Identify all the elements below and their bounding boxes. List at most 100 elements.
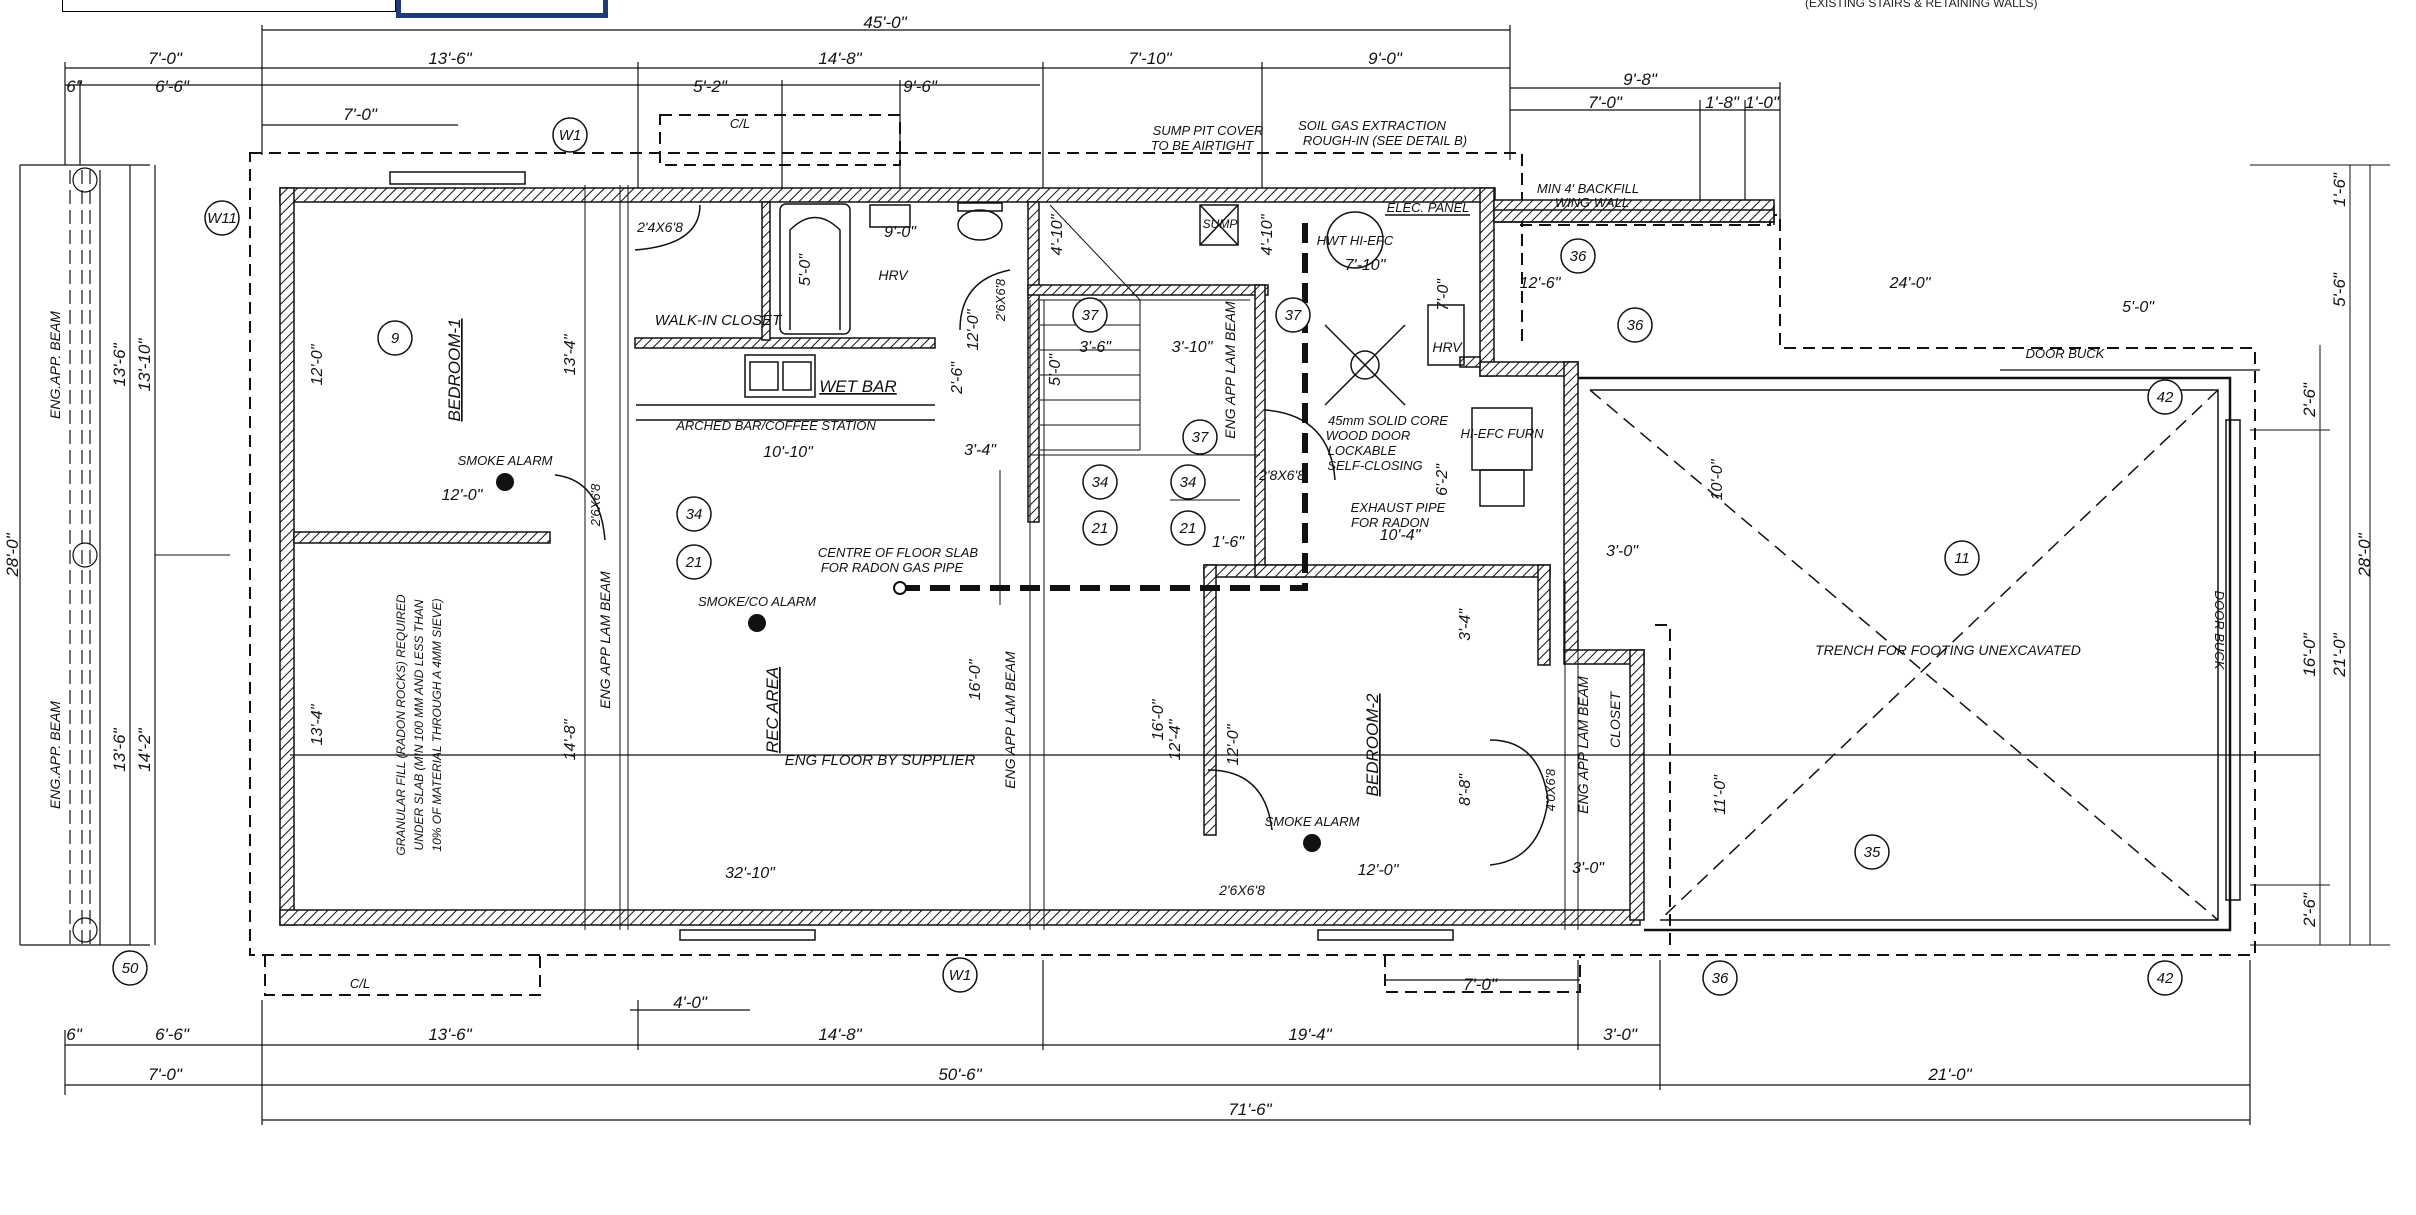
tag-42-a: 42 xyxy=(2147,379,2183,415)
svg-text:DOOR BUCK: DOOR BUCK xyxy=(2026,346,2106,361)
bottom-dimension-text: 6" 6'-6" 13'-6" 14'-8" 19'-4" 3'-0" 7'-0… xyxy=(66,975,1972,1119)
dim-right-1: 7'-0" xyxy=(1588,93,1623,112)
dim-bot-r1-3: 14'-8" xyxy=(818,1025,862,1044)
svg-text:36: 36 xyxy=(1627,317,1644,334)
svg-text:37: 37 xyxy=(1192,429,1209,446)
svg-text:34: 34 xyxy=(1180,474,1197,491)
dim-right-0: 9'-8" xyxy=(1623,70,1658,89)
lam-beam-label-3: ENG APP LAM BEAM xyxy=(1222,301,1238,439)
lam-beam-label-2: ENG APP LAM BEAM xyxy=(1002,651,1018,789)
tag-37-c: 37 xyxy=(1182,419,1218,455)
svg-text:2'6X6'8: 2'6X6'8 xyxy=(1218,882,1265,898)
svg-text:13'-6": 13'-6" xyxy=(110,727,129,771)
svg-text:TO BE AIRTIGHT: TO BE AIRTIGHT xyxy=(1151,138,1254,153)
dim-bot-r1-1: 6'-6" xyxy=(155,1025,190,1044)
svg-text:42: 42 xyxy=(2157,970,2174,987)
eng-beam-label-top: ENG.APP. BEAM xyxy=(47,311,63,419)
svg-text:ROUGH-IN (SEE DETAIL B): ROUGH-IN (SEE DETAIL B) xyxy=(1303,133,1467,148)
hrv-mech-label: HRV xyxy=(1432,339,1463,355)
bedroom2-label: BEDROOM-2 xyxy=(1363,693,1382,797)
garage-area xyxy=(1578,369,2260,932)
elec-panel-label: ELEC. PANEL xyxy=(1387,200,1470,215)
fixtures xyxy=(389,171,1549,941)
svg-text:16'-0": 16'-0" xyxy=(1150,698,1167,740)
svg-text:5'-0": 5'-0" xyxy=(2122,299,2155,316)
svg-text:21: 21 xyxy=(685,554,703,571)
svg-text:10'-0": 10'-0" xyxy=(1709,458,1726,500)
svg-text:W1: W1 xyxy=(949,967,972,984)
dim-top-r1-3: 7'-10" xyxy=(1128,49,1172,68)
top-dimension-text: 45'-0" 7'-0" 13'-6" 14'-8" 7'-10" 9'-0" … xyxy=(66,13,1780,124)
alarm-icons xyxy=(496,473,1321,852)
svg-text:2'-6": 2'-6" xyxy=(2300,892,2319,928)
dim-top-r2-2: 5'-2" xyxy=(693,77,728,96)
dim-top-r2-0: 6" xyxy=(66,77,82,96)
svg-text:3'-6": 3'-6" xyxy=(1079,339,1112,356)
tag-37-b: 37 xyxy=(1275,297,1311,333)
left-beam-columns xyxy=(19,164,156,946)
svg-text:11: 11 xyxy=(1954,550,1970,567)
tag-21-c: 21 xyxy=(1170,510,1206,546)
svg-text:FOR RADON: FOR RADON xyxy=(1351,515,1430,530)
svg-text:12'-6": 12'-6" xyxy=(1520,275,1562,292)
dim-overall-bottom: 71'-6" xyxy=(1228,1100,1272,1119)
plan-notes: SMOKE ALARM SMOKE ALARM SMOKE/CO ALARM C… xyxy=(350,116,2227,991)
interior-dimensions: 12'-0" 13'-4" 12'-0" 13'-4" 14'-8" 10'-1… xyxy=(309,213,2155,882)
tag-w1-bottom: W1 xyxy=(942,957,978,993)
svg-text:1'-6": 1'-6" xyxy=(2330,172,2349,207)
dim-bot-r1-2: 13'-6" xyxy=(428,1025,472,1044)
svg-text:21'-0": 21'-0" xyxy=(2330,632,2349,677)
svg-text:13'-10": 13'-10" xyxy=(135,338,154,392)
tag-50: 50 xyxy=(112,950,148,986)
smoke-co-alarm-note: SMOKE/CO ALARM xyxy=(698,594,816,609)
trench-label: TRENCH FOR FOOTING UNEXCAVATED xyxy=(1815,642,2081,658)
wing-wall xyxy=(1494,205,1775,225)
svg-text:9: 9 xyxy=(391,330,400,347)
svg-text:3'-0": 3'-0" xyxy=(1606,543,1639,560)
svg-text:W11: W11 xyxy=(207,210,237,227)
right-dimension-text: 1'-6" 5'-6" 2'-6" 16'-0" 21'-0" 28'-0" 2… xyxy=(2300,172,2374,928)
svg-text:50: 50 xyxy=(122,960,139,977)
dim-top-r1-2: 14'-8" xyxy=(818,49,862,68)
dim-top-r2-1: 6'-6" xyxy=(155,77,190,96)
svg-text:21: 21 xyxy=(1179,520,1197,537)
lam-beam-label-1: ENG APP LAM BEAM xyxy=(597,571,613,709)
tag-9: 9 xyxy=(377,320,413,356)
svg-text:14'-2": 14'-2" xyxy=(135,727,154,771)
svg-text:LOCKABLE: LOCKABLE xyxy=(1328,443,1397,458)
header-note: (EXISTING STAIRS & RETAINING WALLS) xyxy=(1805,0,2038,10)
svg-text:FOR RADON GAS PIPE: FOR RADON GAS PIPE xyxy=(821,560,964,575)
svg-text:42: 42 xyxy=(2157,389,2174,406)
svg-text:12'-0": 12'-0" xyxy=(442,487,484,504)
svg-text:13'-4": 13'-4" xyxy=(309,703,326,745)
svg-text:28'-0": 28'-0" xyxy=(3,532,22,577)
svg-text:6'-2": 6'-2" xyxy=(1434,463,1451,496)
svg-text:36: 36 xyxy=(1712,970,1729,987)
top-dimension-lines xyxy=(64,25,1781,220)
tag-34-a: 34 xyxy=(676,496,712,532)
dim-top-r2-3: 9'-6" xyxy=(903,77,938,96)
svg-text:2'8X6'8: 2'8X6'8 xyxy=(1258,467,1305,483)
svg-text:8'-8": 8'-8" xyxy=(1457,773,1474,806)
svg-text:EXHAUST PIPE: EXHAUST PIPE xyxy=(1351,500,1446,515)
svg-text:16'-0": 16'-0" xyxy=(967,658,984,700)
svg-text:4'-10": 4'-10" xyxy=(1259,213,1276,255)
smoke-co-alarm-icon xyxy=(748,614,766,632)
svg-text:DOOR BUCK: DOOR BUCK xyxy=(2212,591,2227,671)
svg-text:1'-6": 1'-6" xyxy=(1212,534,1245,551)
dim-right-3: 1'-0" xyxy=(1745,93,1780,112)
wet-bar-label: WET BAR xyxy=(819,377,896,396)
hrv-label: HRV xyxy=(878,267,909,283)
svg-text:14'-8": 14'-8" xyxy=(562,718,579,760)
svg-text:12'-4": 12'-4" xyxy=(1167,718,1184,760)
dim-top-r1-0: 7'-0" xyxy=(148,49,183,68)
sump-label: SUMP xyxy=(1203,217,1238,231)
tag-bubbles: W1 W1 W11 9 11 21 21 21 34 34 34 35 36 3… xyxy=(112,117,2183,996)
bottom-dimension-lines xyxy=(64,960,2251,1125)
furnace-label: HI-EFC FURN xyxy=(1460,426,1544,441)
radon-pipe-origin xyxy=(893,581,907,595)
smoke-alarm-icon xyxy=(496,473,514,491)
svg-text:SUMP PIT COVER: SUMP PIT COVER xyxy=(1153,123,1264,138)
